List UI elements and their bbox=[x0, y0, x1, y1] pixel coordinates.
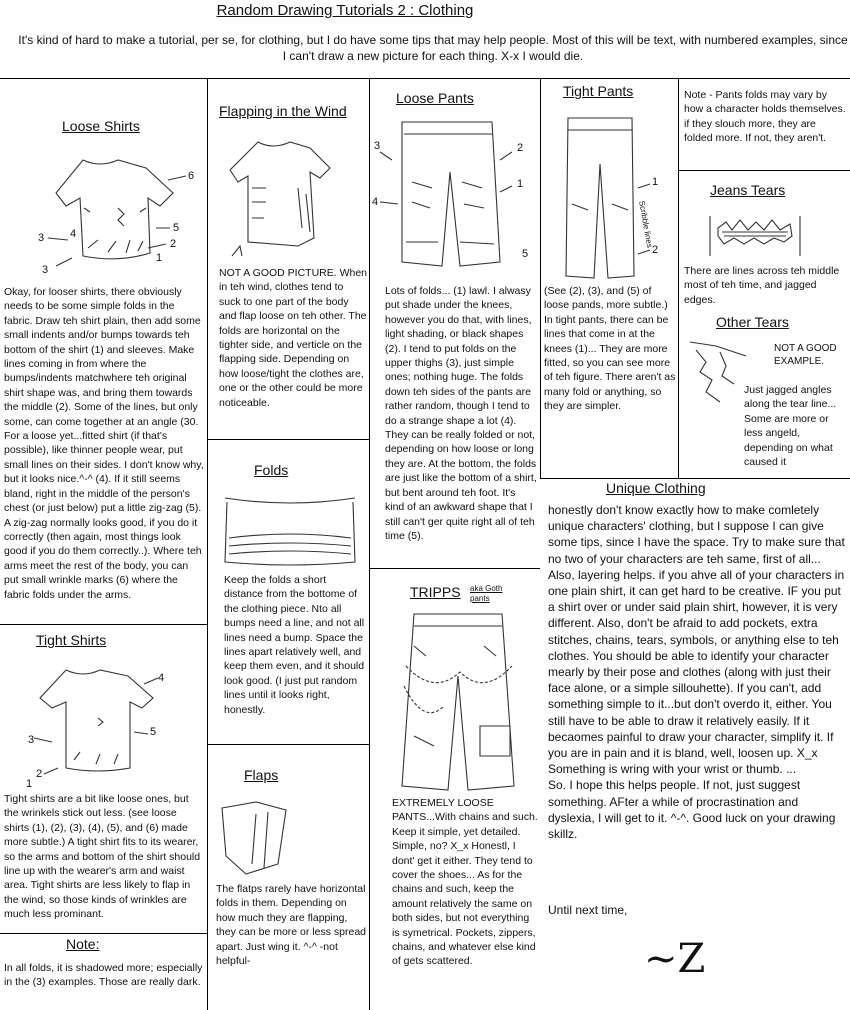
tripps-text: EXTREMELY LOOSE PANTS...With chains and … bbox=[392, 797, 538, 968]
label-p4: 4 bbox=[372, 196, 379, 208]
other-tear-sketch bbox=[686, 332, 756, 412]
tripps-aka: aka Goth pants bbox=[470, 584, 503, 603]
other-tears-title: Other Tears bbox=[716, 314, 789, 330]
tight-pants-title: Tight Pants bbox=[563, 83, 634, 99]
tight-shirts-text: Tight shirts are a bit like loose ones, … bbox=[4, 793, 201, 921]
label-t1: 1 bbox=[26, 778, 33, 790]
folds-sketch bbox=[215, 492, 365, 572]
jeans-tear-sketch bbox=[700, 206, 810, 261]
label-2: 2 bbox=[170, 238, 177, 250]
label-1: 1 bbox=[156, 252, 163, 264]
label-tp1: 1 bbox=[652, 176, 659, 188]
note-text: In all folds, it is shadowed more; espec… bbox=[4, 962, 203, 989]
divider-flaps bbox=[207, 744, 369, 745]
label-p5: 5 bbox=[522, 248, 529, 260]
label-5: 5 bbox=[173, 222, 180, 234]
flapping-title: Flapping in the Wind bbox=[219, 103, 347, 119]
divider-unique bbox=[540, 478, 850, 479]
loose-pants-text: Lots of folds... (1) lawl. I alwasy put … bbox=[385, 285, 537, 542]
label-t3: 3 bbox=[28, 734, 35, 746]
closing-text: Until next time, bbox=[548, 903, 628, 917]
label-3b: 3 bbox=[42, 264, 49, 276]
unique-clothing-title: Unique Clothing bbox=[606, 480, 706, 496]
pants-note-text: Note - Pants folds may vary by how a cha… bbox=[684, 89, 846, 145]
loose-shirts-text: Okay, for looser shirts, there obviously… bbox=[4, 286, 204, 601]
column-divider-1 bbox=[207, 78, 208, 1010]
label-t5: 5 bbox=[150, 726, 157, 738]
tight-shirt-sketch: 4 3 5 2 1 bbox=[18, 656, 188, 790]
label-tp2: 2 bbox=[652, 244, 659, 256]
loose-shirts-title: Loose Shirts bbox=[62, 118, 140, 134]
tight-pants-sketch: 1 2 Scribble lines bbox=[548, 104, 676, 284]
other-tears-text: Just jagged angles along the tear line..… bbox=[744, 384, 837, 469]
folds-text: Keep the folds a short distance from the… bbox=[224, 574, 365, 716]
label-p3: 3 bbox=[374, 140, 381, 152]
label-4: 4 bbox=[70, 228, 77, 240]
divider-folds bbox=[207, 439, 369, 440]
divider-jeans-tears bbox=[678, 170, 850, 171]
tight-shirts-title: Tight Shirts bbox=[36, 632, 107, 648]
flapping-text: NOT A GOOD PICTURE. When in teh wind, cl… bbox=[219, 267, 368, 409]
folds-title: Folds bbox=[254, 462, 289, 478]
loose-pants-sketch: 3 2 4 1 5 bbox=[372, 112, 540, 278]
jeans-tears-text: There are lines across teh middle most o… bbox=[684, 265, 840, 306]
column-divider-2 bbox=[369, 78, 370, 1010]
unique-clothing-text: honestly don't know exactly how to make … bbox=[548, 503, 845, 842]
flaps-text: The flatps rarely have horizontal folds … bbox=[216, 883, 366, 968]
divider-note bbox=[0, 933, 207, 934]
label-6: 6 bbox=[188, 170, 195, 182]
label-3a: 3 bbox=[38, 232, 45, 244]
note-title: Note: bbox=[66, 936, 100, 952]
column-divider-4 bbox=[678, 78, 679, 478]
divider-tripps bbox=[369, 568, 540, 569]
tripps-title: TRIPPS bbox=[410, 584, 461, 600]
page-title: Random Drawing Tutorials 2 : Clothing bbox=[216, 2, 474, 19]
loose-shirt-sketch: 6 4 3 5 2 1 3 bbox=[28, 148, 203, 278]
divider-tight-shirts bbox=[0, 624, 207, 625]
column-divider-3 bbox=[540, 78, 541, 478]
flaps-title: Flaps bbox=[244, 767, 279, 783]
loose-pants-title: Loose Pants bbox=[396, 90, 474, 106]
signature: ~Z bbox=[644, 936, 706, 982]
flaps-sketch bbox=[216, 794, 364, 879]
label-t2: 2 bbox=[36, 768, 43, 780]
flapping-shirt-sketch bbox=[218, 128, 366, 263]
label-p1: 1 bbox=[517, 178, 524, 190]
label-t4a: 4 bbox=[158, 672, 165, 684]
intro-text: It's kind of hard to make a tutorial, pe… bbox=[18, 33, 848, 63]
tight-pants-text: (See (2), (3), and (5) of loose pands, m… bbox=[544, 285, 676, 413]
header-divider bbox=[0, 78, 850, 79]
label-p2: 2 bbox=[517, 142, 524, 154]
other-tears-caption: NOT A GOOD EXAMPLE. bbox=[774, 343, 837, 367]
tripps-sketch bbox=[384, 606, 534, 796]
jeans-tears-title: Jeans Tears bbox=[710, 182, 786, 198]
